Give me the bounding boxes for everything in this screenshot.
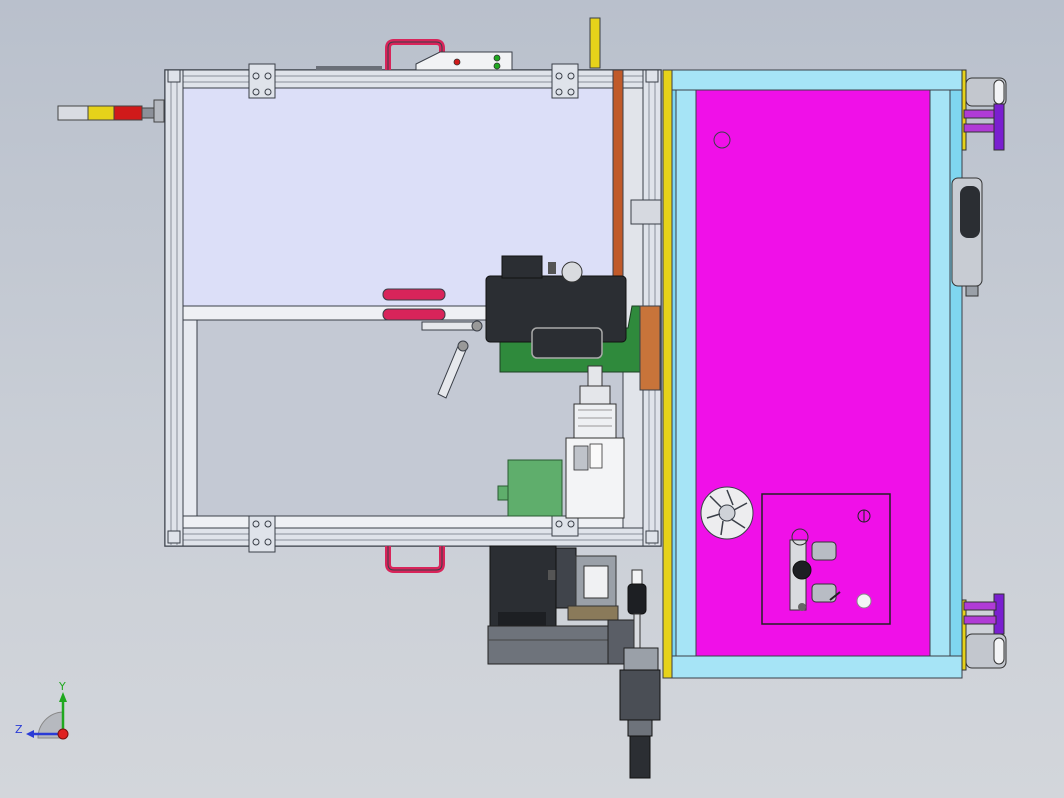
mid-handle-2[interactable] <box>382 308 446 321</box>
caster-bottom <box>961 593 1007 671</box>
side-handle-box <box>951 177 983 297</box>
drive-motor <box>485 255 627 359</box>
corner-brackets <box>167 63 659 553</box>
pneumatic-cylinder <box>619 569 661 779</box>
mid-handle-1[interactable] <box>382 288 446 301</box>
top-control-box <box>316 51 513 71</box>
electrical-cabinet <box>662 69 963 679</box>
lever-arm <box>421 320 483 399</box>
spindle-assembly <box>565 365 625 519</box>
green-module <box>507 459 563 517</box>
caster-top <box>961 69 1007 151</box>
yellow-signal-rod <box>589 17 601 69</box>
axis-z-label: Z <box>15 723 23 736</box>
bottom-machinery <box>487 545 639 665</box>
air-filter-regulator <box>761 493 891 625</box>
signal-tower <box>57 99 165 123</box>
axis-y-label: Y <box>58 680 66 693</box>
signal-light-red <box>113 105 143 121</box>
cabinet-screw <box>713 131 731 149</box>
signal-light-yellow <box>87 105 115 121</box>
bottom-handle[interactable] <box>385 546 445 573</box>
fan-icon <box>700 486 754 540</box>
axis-triad: Y Z <box>15 680 69 740</box>
